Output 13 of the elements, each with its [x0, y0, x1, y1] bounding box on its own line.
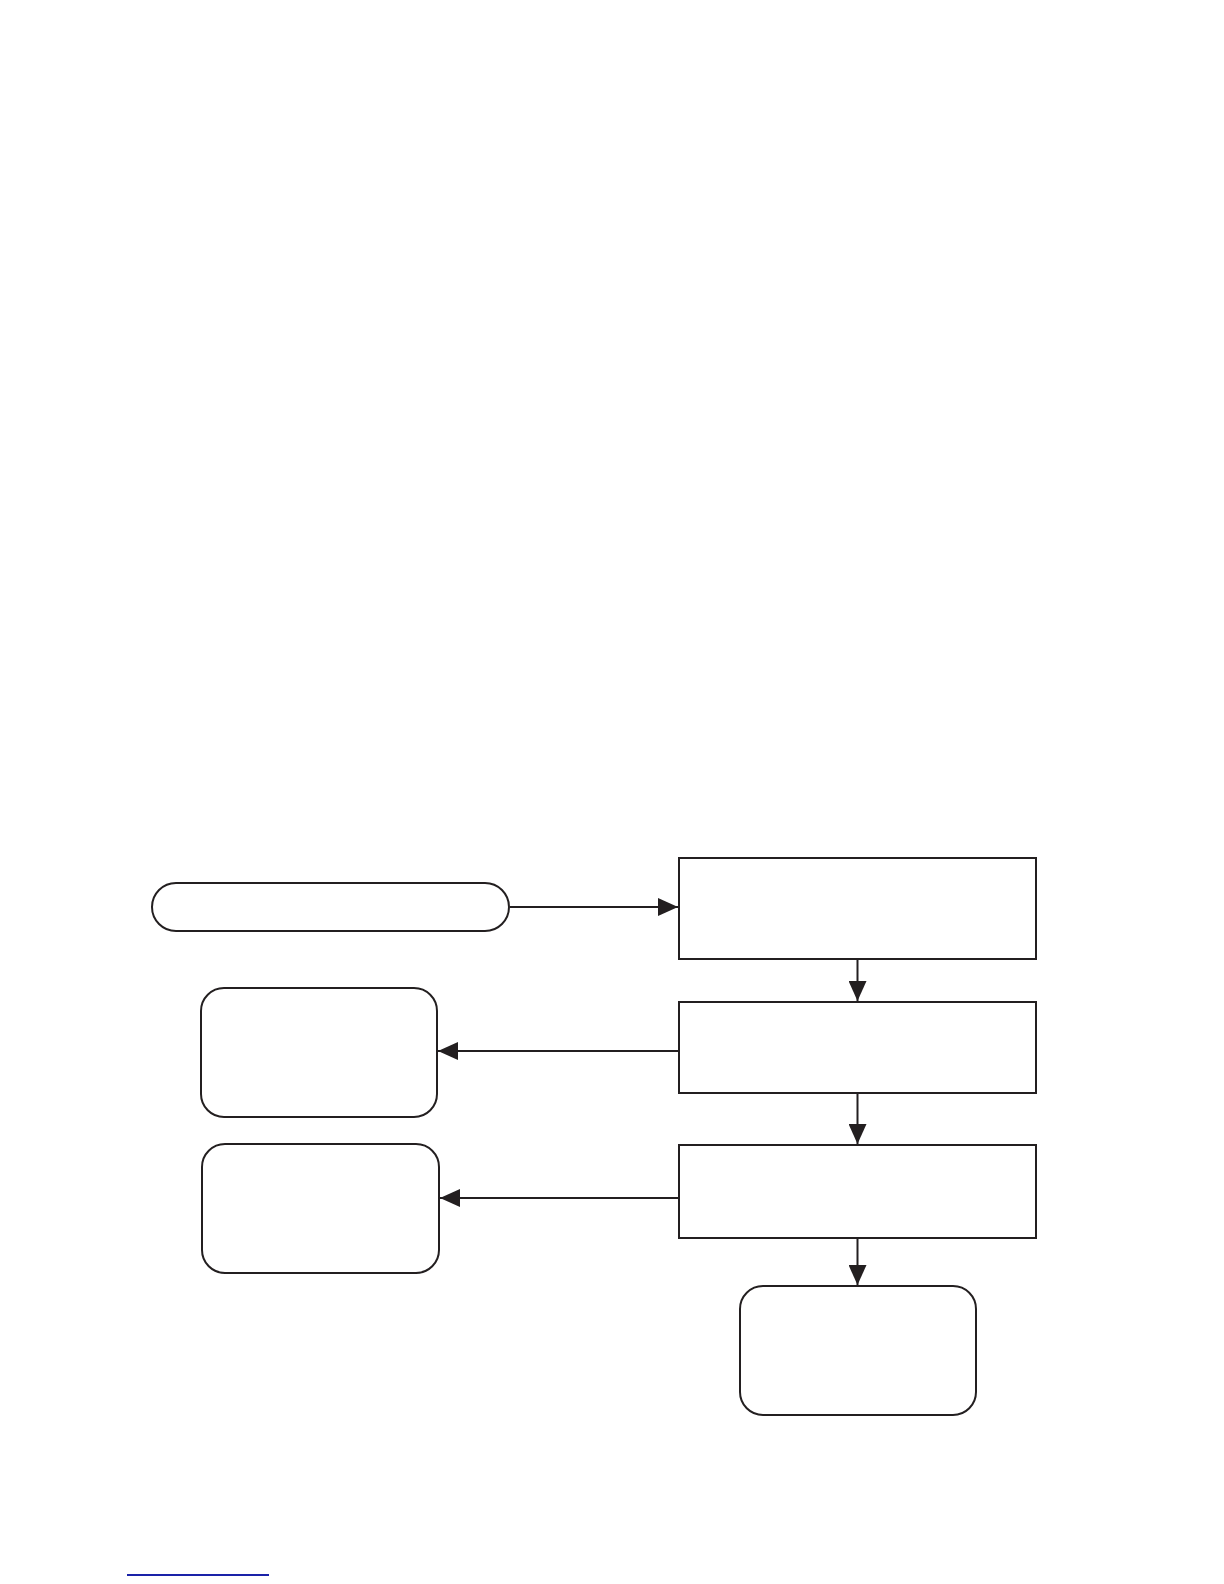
arrow [437, 1042, 679, 1060]
arrow [848, 1238, 867, 1286]
process-box [678, 1144, 1037, 1239]
rounded-box [739, 1285, 977, 1416]
rounded-box [201, 1143, 440, 1274]
rounded-box [200, 987, 438, 1118]
terminal-pill [151, 882, 510, 932]
arrow [509, 898, 679, 916]
process-box [678, 857, 1037, 960]
arrow [439, 1189, 679, 1207]
process-box [678, 1001, 1037, 1094]
arrow [848, 1093, 867, 1145]
arrow [848, 959, 867, 1002]
